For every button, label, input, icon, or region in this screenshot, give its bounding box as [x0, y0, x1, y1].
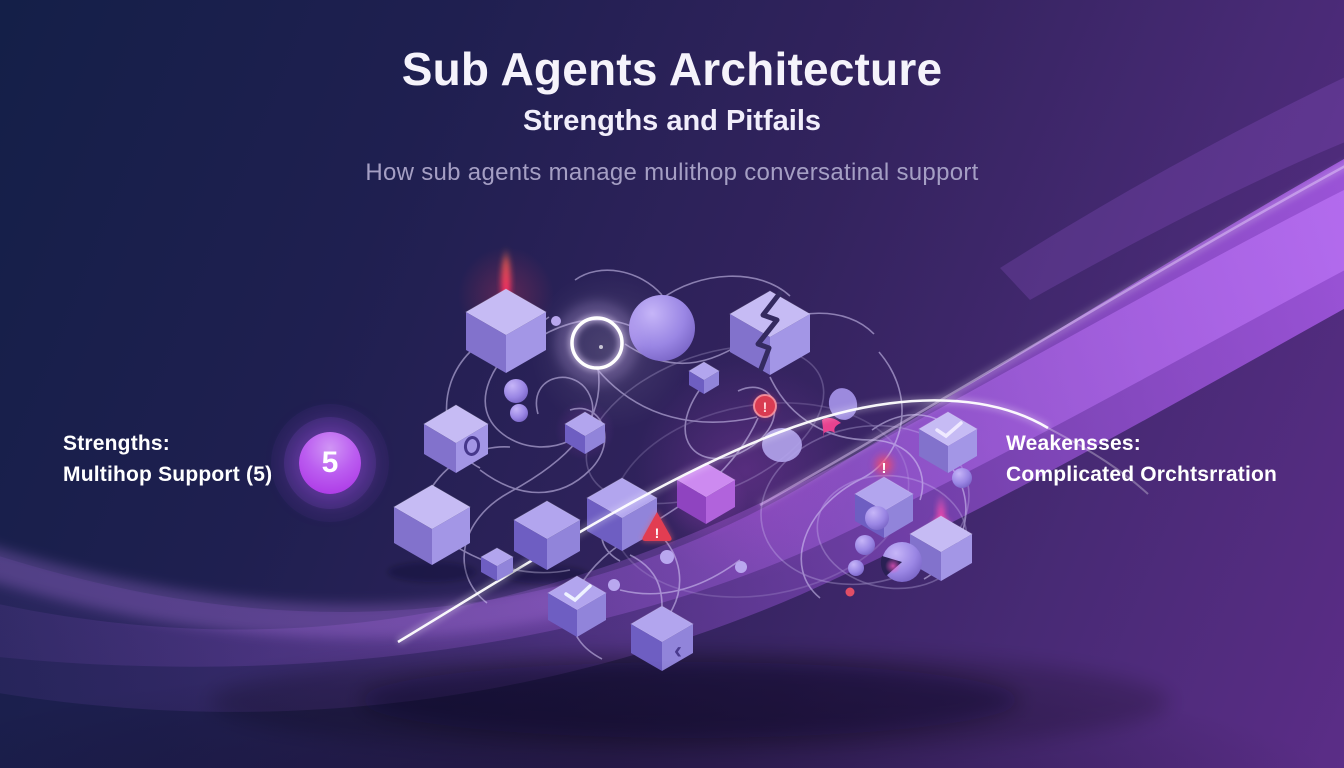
node-dot: [735, 561, 747, 573]
node-dot: [510, 404, 528, 422]
agent-cube: [688, 361, 720, 394]
crack-icon: [755, 290, 783, 372]
error-dot: [845, 587, 855, 597]
checkmark-icon: [935, 421, 963, 439]
chevron-cube: ‹: [630, 605, 694, 671]
node-dot: [660, 550, 674, 564]
page-tagline: How sub agents manage mulithop conversat…: [365, 159, 979, 186]
agent-cube: [585, 477, 659, 551]
ring-glyph-icon: [463, 436, 481, 456]
flame-cube: [464, 246, 548, 373]
node-dot: [608, 579, 620, 591]
weaknesses-value: Complicated Orchtsrration: [1006, 463, 1278, 486]
node-dot: [855, 535, 875, 555]
page-title: Sub Agents Architecture: [401, 43, 943, 95]
header: Sub Agents Architecture Strengths and Pi…: [0, 0, 1344, 187]
node-dot: [504, 379, 528, 403]
cracked-cube: [728, 290, 812, 375]
node-dot: [952, 468, 972, 488]
flag-icon: [822, 417, 841, 438]
svg-text:!: !: [763, 399, 768, 415]
warning-exclamation-icon: !: [882, 460, 887, 477]
floor-shadow: [210, 650, 1170, 754]
checkmark-icon: [564, 584, 592, 603]
agent-cube: [512, 500, 582, 570]
flame-cube: [909, 492, 973, 581]
agent-cube: [564, 411, 606, 454]
node-dot: [848, 560, 864, 576]
node-dot: [865, 506, 889, 530]
strengths-value: Multihop Support (5): [63, 463, 273, 486]
warning-triangle-icon: !: [641, 510, 673, 542]
weaknesses-label: Weakensses:: [1006, 432, 1141, 455]
ring-glyph-cube: [423, 404, 489, 473]
check-cube: [918, 411, 978, 473]
chevron-icon: ‹: [674, 637, 682, 664]
strengths-label-block: Strengths: Multihop Support (5): [63, 428, 272, 490]
check-cube: [547, 575, 607, 637]
strength-score-badge: 5: [299, 432, 361, 494]
glow-ring-icon: [551, 302, 638, 384]
strengths-label: Strengths:: [63, 432, 170, 455]
agent-cube: [393, 484, 471, 565]
agent-cube: [479, 547, 515, 581]
page-subtitle: Strengths and Pitfails: [522, 105, 822, 137]
svg-text:!: !: [655, 525, 660, 541]
warning-circle-icon: !: [751, 392, 779, 420]
strength-score-value: 5: [321, 446, 339, 479]
broken-sphere: [880, 542, 922, 582]
weaknesses-label-block: Weakensses: Complicated Orchtsrration: [1006, 428, 1277, 490]
